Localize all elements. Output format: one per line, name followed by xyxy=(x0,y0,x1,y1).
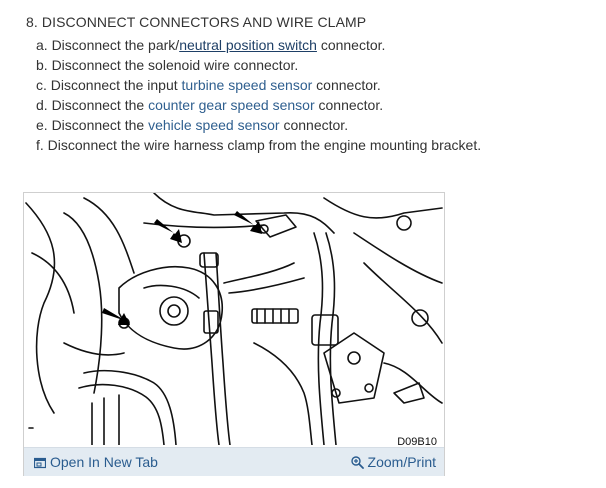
zoom-print-label: Zoom/Print xyxy=(367,454,436,470)
turbine-speed-sensor-link[interactable]: turbine speed sensor xyxy=(181,77,313,93)
neutral-position-switch-link[interactable]: neutral position switch xyxy=(179,37,317,53)
figure-code: D09B10 xyxy=(396,436,438,448)
figure-caption-bar: Open In New Tab Zoom/Print xyxy=(24,447,444,476)
counter-gear-speed-sensor-link[interactable]: counter gear speed sensor xyxy=(148,97,315,113)
step-heading: 8. DISCONNECT CONNECTORS AND WIRE CLAMP xyxy=(26,14,367,30)
magnifier-icon xyxy=(350,456,364,469)
zoom-print-link[interactable]: Zoom/Print xyxy=(350,454,436,470)
step-e: e. Disconnect the vehicle speed sensor c… xyxy=(36,117,349,133)
step-f: f. Disconnect the wire harness clamp fro… xyxy=(36,137,482,153)
step-b: b. Disconnect the solenoid wire connecto… xyxy=(36,57,299,73)
step-d: d. Disconnect the counter gear speed sen… xyxy=(36,97,384,113)
open-in-new-tab-label: Open In New Tab xyxy=(50,454,158,470)
open-in-new-tab-link[interactable]: Open In New Tab xyxy=(34,454,158,470)
step-c: c. Disconnect the input turbine speed se… xyxy=(36,77,381,93)
engine-diagram-illustration[interactable] xyxy=(24,193,444,445)
figure-container: D09B10 Open In New Tab Zoom/Print xyxy=(23,192,445,476)
step-a: a. Disconnect the park/neutral position … xyxy=(36,37,386,53)
new-tab-icon xyxy=(34,457,46,469)
step-list: a. Disconnect the park/neutral position … xyxy=(36,35,481,155)
vehicle-speed-sensor-link[interactable]: vehicle speed sensor xyxy=(148,117,280,133)
